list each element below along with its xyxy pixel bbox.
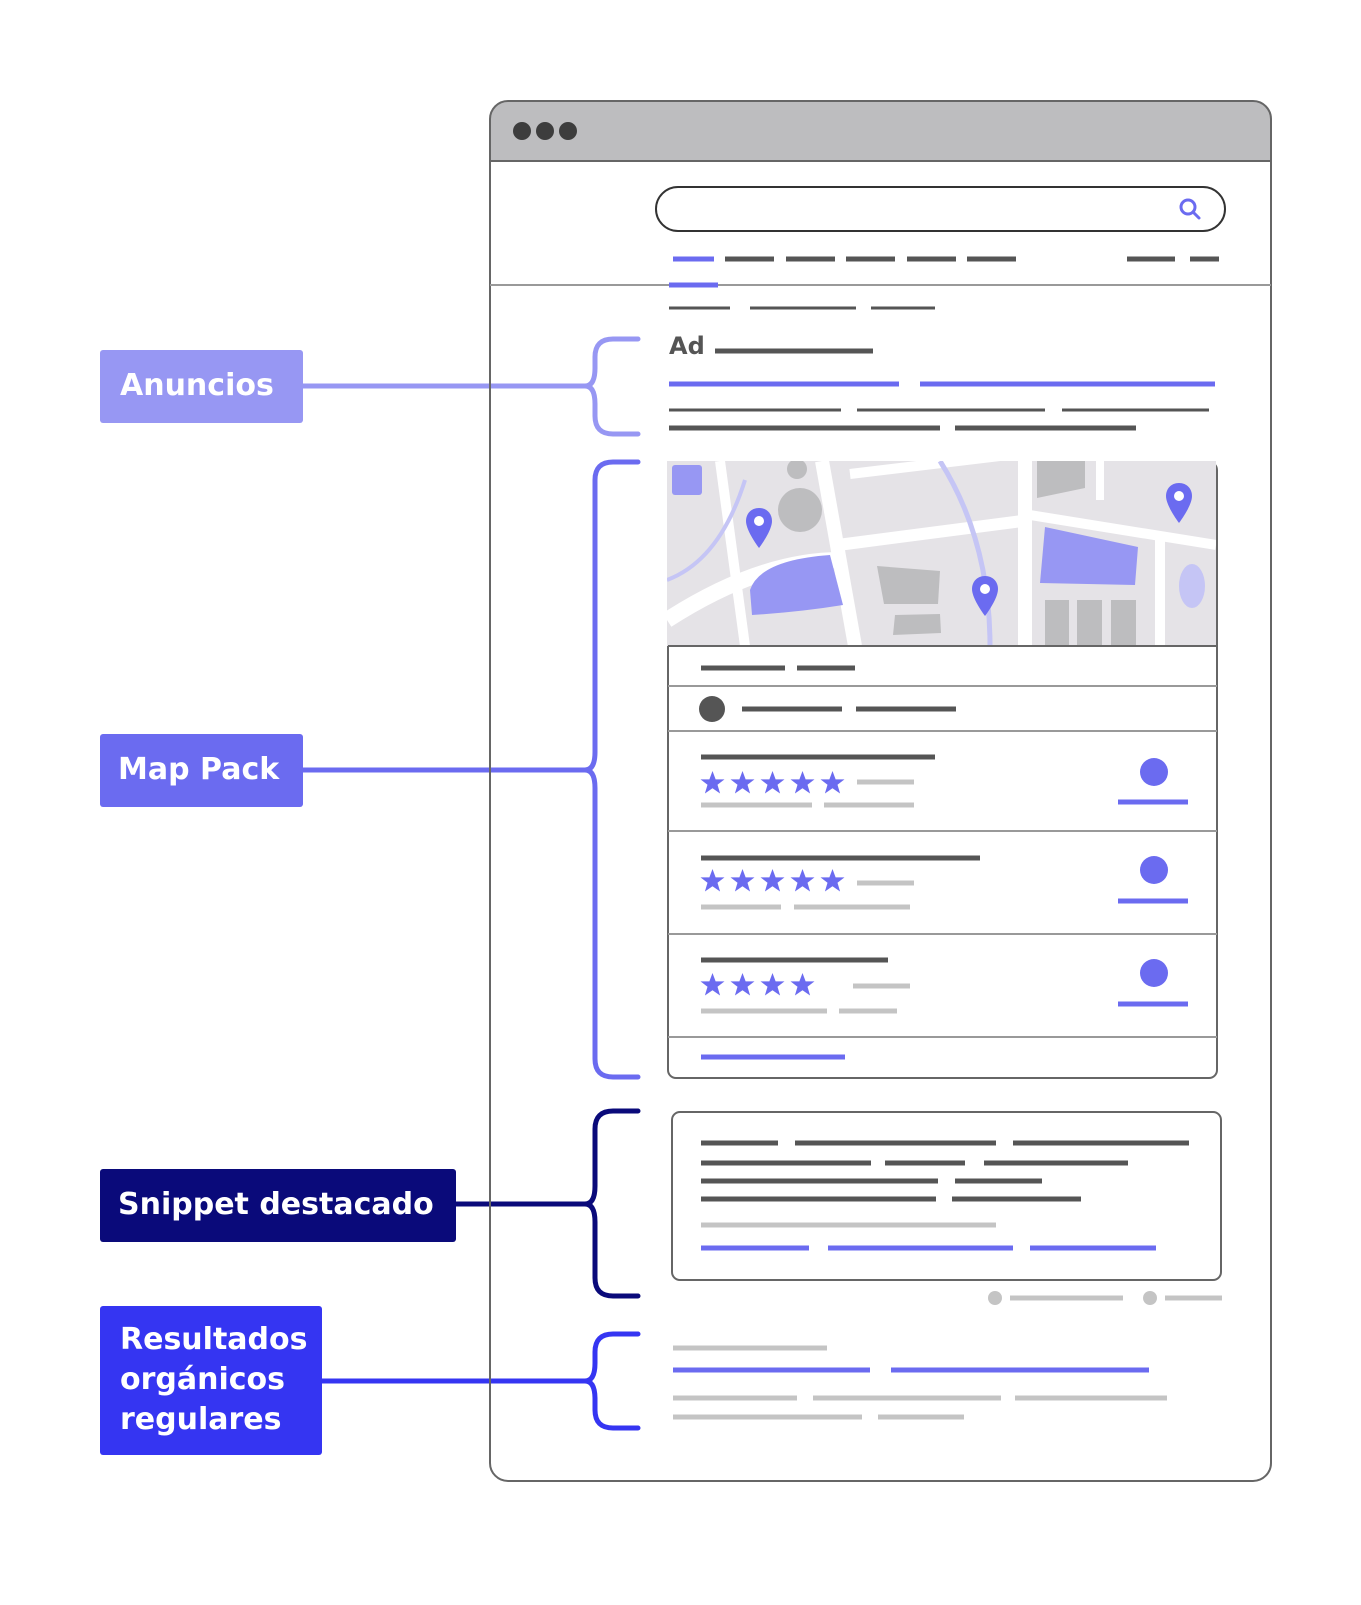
profile-icon[interactable]	[1118, 959, 1188, 1007]
label-text: Resultados	[120, 1322, 308, 1357]
label-anuncios: Anuncios	[100, 350, 303, 423]
search-icon[interactable]	[1179, 198, 1201, 220]
label-text: Anuncios	[120, 368, 274, 403]
label-text: orgánicos	[120, 1362, 286, 1397]
map-pack-filters	[668, 665, 1217, 732]
label-text: regulares	[120, 1402, 282, 1437]
window-dot-icon	[536, 122, 554, 140]
label-text: Snippet destacado	[118, 1187, 434, 1222]
label-snippet-destacado: Snippet destacado	[100, 1169, 456, 1242]
map[interactable]	[667, 456, 1216, 650]
local-listing[interactable]	[668, 855, 1217, 935]
window-dot-icon	[513, 122, 531, 140]
label-map-pack: Map Pack	[100, 734, 303, 807]
ad-marker: Ad	[669, 332, 705, 360]
search-bar[interactable]	[655, 186, 1226, 232]
label-resultados-organicos: Resultados orgánicos regulares	[100, 1306, 322, 1455]
ad-result[interactable]	[669, 348, 1215, 431]
local-listing[interactable]	[668, 957, 1217, 1038]
local-listing[interactable]	[668, 754, 1217, 832]
label-text: Map Pack	[118, 752, 280, 787]
map-pack-bracket	[300, 459, 641, 1080]
browser-window	[489, 100, 1272, 1482]
snippet-bracket	[453, 1108, 641, 1299]
profile-icon[interactable]	[1118, 856, 1188, 904]
profile-icon[interactable]	[1118, 758, 1188, 805]
snippet-feedback	[988, 1291, 1222, 1305]
organic-result[interactable]	[673, 1345, 1167, 1420]
filter-dot-icon	[699, 696, 725, 722]
ads-bracket	[300, 336, 641, 437]
organic-bracket	[319, 1331, 641, 1431]
featured-snippet-card[interactable]	[671, 1111, 1222, 1281]
window-dot-icon	[559, 122, 577, 140]
